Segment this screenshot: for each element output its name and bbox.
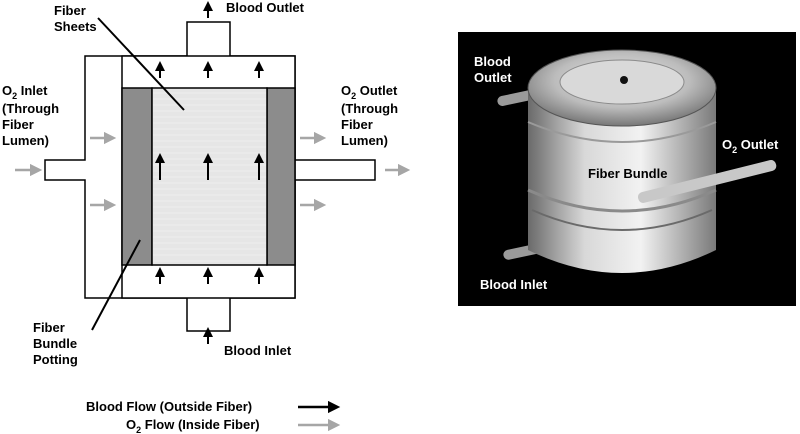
device-body [528, 90, 716, 273]
device-top-port [620, 76, 628, 84]
o2-outlet-tube [637, 160, 777, 203]
blood-flow-arrows [155, 1, 264, 344]
photo-fiber-bundle-label: Fiber Bundle [588, 166, 667, 181]
legend-blood-flow-label: Blood Flow (Outside Fiber) [86, 399, 252, 414]
fiber-sheets-leader [97, 17, 185, 111]
right-potting [266, 87, 296, 266]
legend: Blood Flow (Outside Fiber) O2 Flow (Insi… [86, 399, 341, 434]
legend-o2-flow-label: O2 Flow (Inside Fiber) [126, 417, 260, 434]
blood-inlet-label: Blood Inlet [224, 343, 292, 358]
photo-o2-outlet-label: O2 Outlet [722, 137, 779, 155]
device-middle-band [527, 188, 717, 213]
photo-blood-inlet-label: Blood Inlet [480, 277, 548, 292]
potting-leader [91, 239, 141, 331]
o2-inlet-label: O2 Inlet [2, 83, 48, 101]
device-upper-band [527, 121, 717, 143]
fiber-bundle [151, 87, 268, 266]
blood-outlet-label: Blood Outlet [226, 0, 305, 15]
left-potting [121, 87, 153, 266]
o2-flow-arrows [15, 131, 411, 212]
o2-outlet-label: O2 Outlet [341, 83, 398, 101]
device-lower-band [531, 209, 713, 231]
